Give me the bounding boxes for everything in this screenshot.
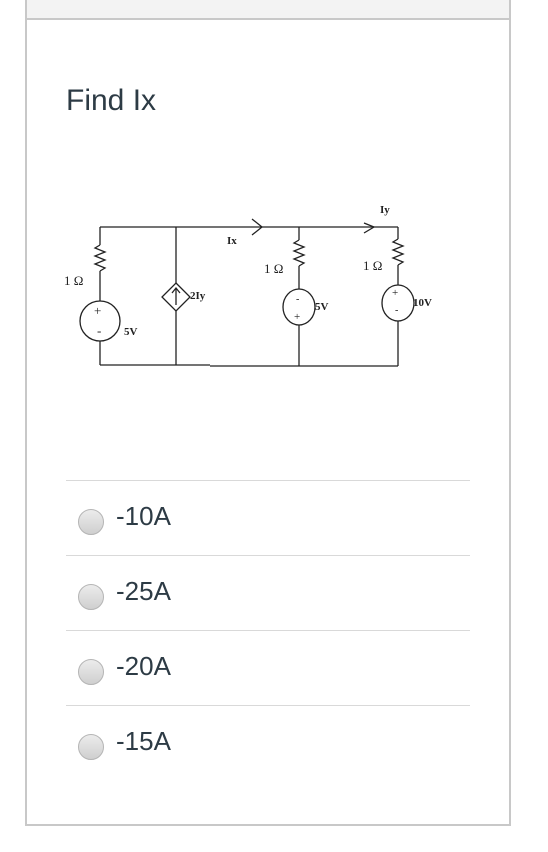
- svg-text:+: +: [94, 303, 101, 318]
- iy-arrow: [363, 222, 376, 234]
- svg-text:-: -: [296, 294, 299, 305]
- question-card: [25, 20, 511, 826]
- svg-text:-: -: [395, 305, 398, 316]
- radio-button[interactable]: [78, 509, 104, 535]
- svg-text:1 Ω: 1 Ω: [64, 273, 83, 288]
- circuit-diagram: 1 Ω 1 Ω 1 Ω + - 5V 2Iy Ix Iy - + 5V + - …: [64, 204, 432, 367]
- svg-text:+: +: [392, 287, 398, 299]
- radio-button[interactable]: [78, 584, 104, 610]
- radio-button[interactable]: [78, 659, 104, 685]
- question-prompt: Find Ix: [66, 84, 157, 117]
- answer-label: -15A: [116, 726, 171, 756]
- svg-text:Iy: Iy: [380, 204, 390, 216]
- resistor-2: [292, 239, 306, 267]
- svg-text:5V: 5V: [124, 326, 138, 338]
- svg-text:10V: 10V: [413, 297, 432, 309]
- svg-text:-: -: [97, 323, 101, 338]
- svg-text:2Iy: 2Iy: [190, 290, 206, 302]
- header-bar: [25, 0, 511, 20]
- answer-option-2[interactable]: -25A: [66, 555, 470, 630]
- resistor-3: [391, 238, 405, 266]
- answer-list: -10A -25A -20A -15A: [66, 480, 470, 780]
- svg-text:1 Ω: 1 Ω: [264, 261, 283, 276]
- resistor-1: [93, 244, 107, 272]
- svg-text:Ix: Ix: [227, 235, 237, 247]
- answer-option-4[interactable]: -15A: [66, 705, 470, 780]
- svg-text:+: +: [294, 311, 300, 323]
- ix-arrow: [251, 218, 264, 236]
- answer-option-1[interactable]: -10A: [66, 480, 470, 555]
- answer-option-3[interactable]: -20A: [66, 630, 470, 705]
- answer-label: -20A: [116, 651, 171, 681]
- radio-button[interactable]: [78, 734, 104, 760]
- svg-text:5V: 5V: [315, 301, 329, 313]
- answer-label: -25A: [116, 576, 171, 606]
- svg-text:1 Ω: 1 Ω: [363, 258, 382, 273]
- answer-label: -10A: [116, 501, 171, 531]
